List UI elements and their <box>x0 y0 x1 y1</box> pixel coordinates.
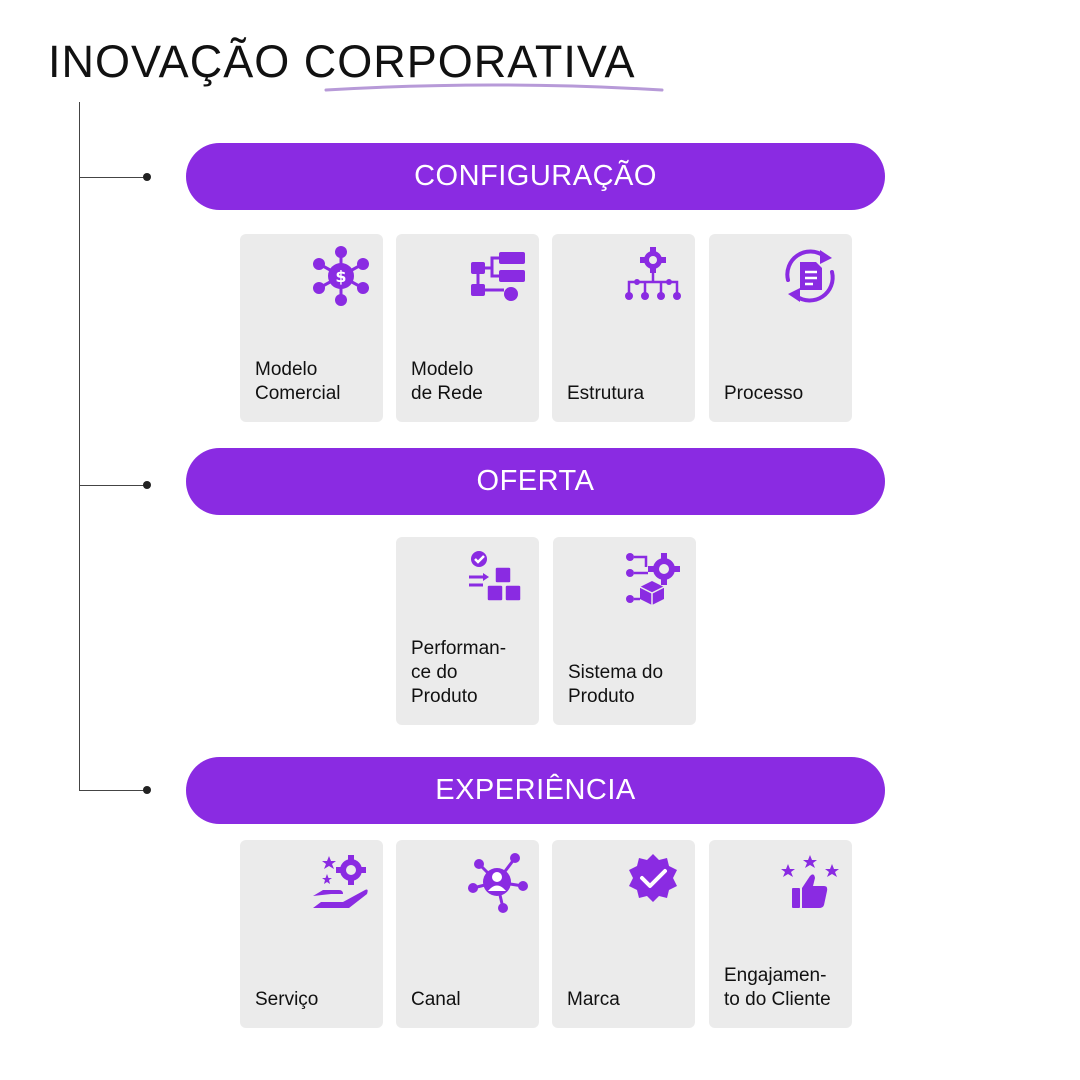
card-label: Serviço <box>255 989 319 1010</box>
hand-gear-icon <box>313 855 368 908</box>
card-processo: Processo <box>709 234 852 422</box>
boxes-check-icon <box>469 551 522 602</box>
dollar-network-icon: $ <box>313 246 369 306</box>
gear-hierarchy-icon <box>625 247 681 300</box>
branch-dot-configuracao <box>143 173 151 181</box>
flowchart-icon <box>471 252 525 301</box>
card-label: Performan- ce do Produto <box>411 638 507 707</box>
card-modelo-comercial: $ Modelo Comercial <box>240 234 383 422</box>
person-network-icon <box>468 853 528 913</box>
card-servico: Serviço <box>240 840 383 1028</box>
card-label: Marca <box>567 989 620 1010</box>
card-marca: Marca <box>552 840 695 1028</box>
card-modelo-de-rede: Modelo de Rede <box>396 234 539 422</box>
thumbs-up-stars-icon <box>781 855 839 908</box>
card-estrutura: Estrutura <box>552 234 695 422</box>
branch-line-configuracao <box>79 177 147 178</box>
card-label: Processo <box>724 383 804 404</box>
section-header-experiencia: EXPERIÊNCIA <box>186 757 885 824</box>
card-performance-do-produto: Performan- ce do Produto <box>396 537 539 725</box>
document-cycle-icon <box>785 249 835 303</box>
card-label: Modelo de Rede <box>411 359 483 404</box>
section-header-configuracao: CONFIGURAÇÃO <box>186 143 885 210</box>
gear-box-icon <box>626 553 680 605</box>
tree-trunk-line <box>79 102 80 791</box>
page-title: INOVAÇÃO CORPORATIVA <box>48 36 636 87</box>
title-underline <box>324 83 664 92</box>
card-label: Engajamen- to do Cliente <box>724 965 831 1010</box>
card-engajamento-do-cliente: Engajamen- to do Cliente <box>709 840 852 1028</box>
branch-line-oferta <box>79 485 147 486</box>
card-label: Canal <box>411 989 461 1010</box>
branch-line-experiencia <box>79 790 147 791</box>
branch-dot-oferta <box>143 481 151 489</box>
card-label: Estrutura <box>567 383 645 404</box>
branch-dot-experiencia <box>143 786 151 794</box>
badge-check-icon <box>629 854 677 902</box>
svg-text:$: $ <box>335 267 346 286</box>
card-label: Sistema do Produto <box>568 662 664 707</box>
section-header-oferta: OFERTA <box>186 448 885 515</box>
card-canal: Canal <box>396 840 539 1028</box>
card-sistema-do-produto: Sistema do Produto <box>553 537 696 725</box>
card-label: Modelo Comercial <box>255 359 341 404</box>
